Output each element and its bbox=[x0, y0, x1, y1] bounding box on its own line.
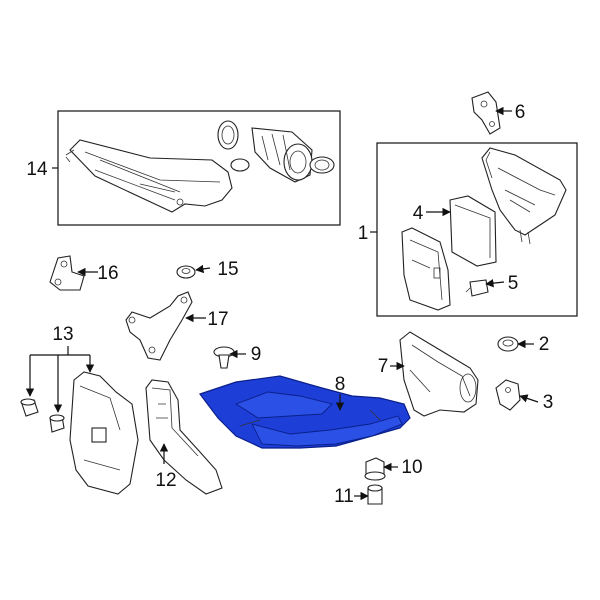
callout-7: 7 bbox=[378, 356, 389, 377]
callout-13: 13 bbox=[52, 324, 73, 345]
hose-clamp-part[interactable] bbox=[217, 120, 335, 174]
callout-12: 12 bbox=[155, 470, 176, 491]
callout-17: 17 bbox=[207, 309, 228, 330]
group-box-1 bbox=[376, 142, 578, 317]
callout-1: 1 bbox=[358, 223, 369, 244]
callout-9: 9 bbox=[251, 344, 262, 365]
air-guide-8-highlighted[interactable] bbox=[199, 375, 411, 449]
filter-element-part[interactable] bbox=[449, 195, 497, 267]
reservoir-13-part[interactable] bbox=[69, 371, 139, 495]
callout-8: 8 bbox=[335, 374, 346, 395]
callout-6: 6 bbox=[515, 102, 526, 123]
air-cleaner-cover-part[interactable] bbox=[481, 147, 567, 245]
grommet-15-part[interactable] bbox=[176, 265, 196, 279]
bracket-17-part[interactable] bbox=[125, 291, 193, 361]
rubber-mount-13b-part[interactable] bbox=[49, 414, 65, 433]
push-pin-9-part[interactable] bbox=[213, 346, 235, 369]
callout-11: 11 bbox=[334, 486, 354, 507]
bracket-3-part[interactable] bbox=[495, 379, 521, 411]
resonator-7-part[interactable] bbox=[399, 331, 479, 417]
clip-5-part[interactable] bbox=[465, 279, 489, 297]
bushing-11-part[interactable] bbox=[367, 484, 383, 505]
callout-2: 2 bbox=[539, 334, 550, 355]
grommet-2-part[interactable] bbox=[497, 336, 519, 352]
callout-16: 16 bbox=[97, 263, 118, 284]
callout-10: 10 bbox=[401, 457, 422, 478]
callout-4: 4 bbox=[413, 203, 424, 224]
callout-labels: 1 2 3 4 5 6 7 8 9 10 11 12 13 14 15 16 1… bbox=[26, 102, 553, 507]
bracket-6-part[interactable] bbox=[471, 91, 501, 135]
intake-duct-part[interactable] bbox=[65, 139, 233, 213]
rubber-mount-13a-part[interactable] bbox=[20, 398, 39, 417]
bracket-16-part[interactable] bbox=[49, 255, 85, 291]
callout-3: 3 bbox=[543, 392, 554, 413]
air-cleaner-lower-part[interactable] bbox=[401, 227, 451, 311]
leader-lines bbox=[25, 106, 539, 501]
intake-hose-part[interactable] bbox=[251, 127, 313, 183]
callout-15: 15 bbox=[217, 259, 238, 280]
callout-14: 14 bbox=[26, 159, 48, 180]
callout-5: 5 bbox=[508, 273, 519, 294]
plug-10-part[interactable] bbox=[364, 457, 386, 481]
